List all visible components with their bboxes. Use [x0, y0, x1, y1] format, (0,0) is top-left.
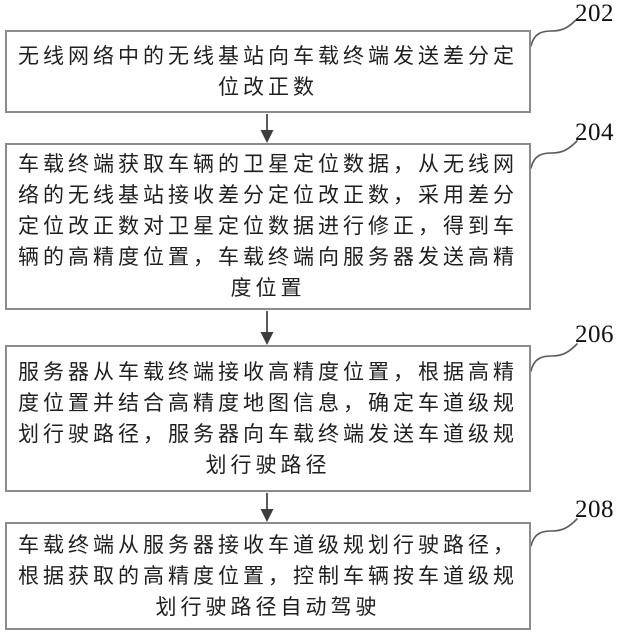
step-ref-label-208: 208 — [575, 496, 614, 523]
flowchart-step-box-202: 无线网络中的无线基站向车载终端发送差分定 位改正数 — [5, 30, 531, 113]
leader-line-204 — [530, 140, 578, 169]
flowchart-step-box-208: 车载终端从服务器接收车道级规划行驶路径， 根据获取的高精度位置，控制车辆按车道级… — [5, 522, 531, 630]
step-ref-label-202: 202 — [575, 0, 614, 27]
leader-line-202 — [530, 18, 578, 47]
step-ref-label-204: 204 — [575, 119, 614, 146]
leader-line-206 — [530, 343, 578, 372]
flow-arrow-204-206-icon — [260, 311, 274, 345]
flowchart-step-box-204: 车载终端获取车辆的卫星定位数据，从无线网 络的无线基站接收差分定位改正数，采用差… — [5, 143, 531, 310]
flow-arrow-206-208-icon — [260, 493, 274, 522]
flowchart-step-box-206: 服务器从车载终端接收高精度位置，根据高精 度位置并结合高精度地图信息，确定车道级… — [5, 345, 531, 492]
leader-line-208 — [530, 518, 578, 547]
flow-arrow-202-204-icon — [260, 114, 274, 143]
step-ref-label-206: 206 — [575, 321, 614, 348]
